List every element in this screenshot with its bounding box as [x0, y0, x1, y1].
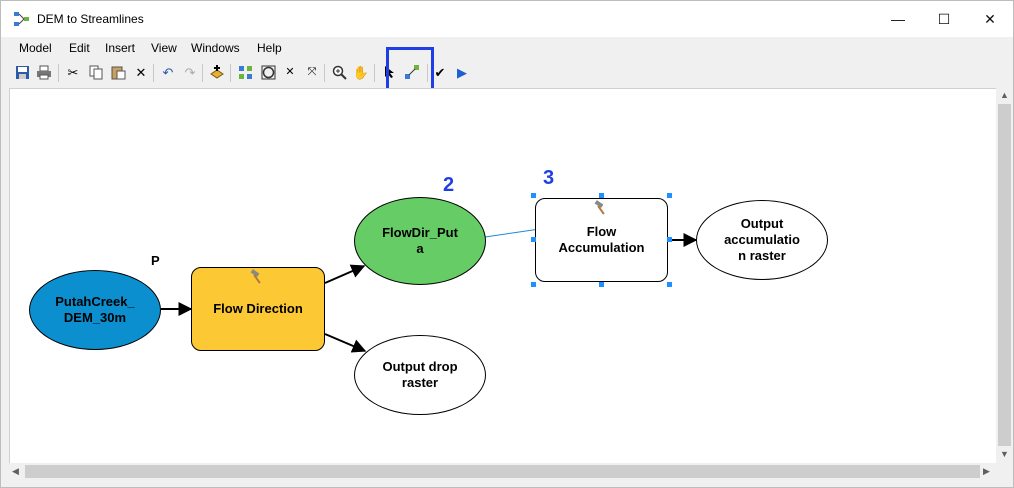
run-icon[interactable]: ▶	[457, 64, 467, 80]
menu-insert[interactable]: Insert	[105, 41, 136, 55]
node-output-drop[interactable]: Output drop raster	[354, 335, 486, 415]
vertical-scroll-thumb[interactable]	[998, 104, 1011, 446]
fixed-zoom-in-icon[interactable]: ✕	[285, 65, 295, 78]
menu-model[interactable]: Model	[19, 41, 52, 55]
node-input-dem[interactable]: PutahCreek_ DEM_30m	[29, 270, 161, 350]
parameter-marker: P	[151, 253, 160, 268]
scroll-corner	[996, 463, 1013, 480]
annotation-2: 2	[443, 174, 455, 196]
zoom-in-icon[interactable]	[330, 63, 348, 81]
menu-edit[interactable]: Edit	[69, 41, 90, 55]
selection-handle[interactable]	[667, 237, 672, 242]
pan-icon[interactable]: ✋	[352, 64, 370, 80]
node-flowdir-output-label: FlowDir_Put a	[382, 225, 458, 256]
node-output-drop-label: Output drop raster	[382, 359, 458, 390]
title-bar[interactable]: DEM to Streamlines — ☐ ✕	[1, 1, 1013, 37]
horizontal-scrollbar[interactable]: ◀ ▶	[9, 463, 996, 480]
model-builder-icon	[14, 12, 29, 26]
print-icon[interactable]	[35, 63, 53, 81]
paste-icon[interactable]	[109, 63, 127, 81]
selection-handle[interactable]	[599, 282, 604, 287]
tool-hammer-icon	[250, 269, 261, 284]
node-output-accumulation-label: Output accumulatio n raster	[724, 216, 800, 263]
selection-handle[interactable]	[599, 193, 604, 198]
auto-layout-icon[interactable]	[236, 63, 254, 81]
horizontal-scroll-thumb[interactable]	[25, 465, 980, 478]
undo-icon[interactable]: ↶	[162, 64, 174, 80]
save-icon[interactable]	[13, 63, 31, 81]
menu-windows[interactable]: Windows	[191, 41, 240, 55]
scroll-up-arrow-icon[interactable]: ▲	[1000, 90, 1009, 100]
scroll-left-arrow-icon[interactable]: ◀	[12, 466, 19, 476]
maximize-button[interactable]: ☐	[937, 10, 951, 27]
selection-handle[interactable]	[531, 193, 536, 198]
add-data-icon[interactable]	[208, 63, 226, 81]
fixed-zoom-out-icon[interactable]: ⤧	[307, 65, 317, 78]
annotation-3: 3	[543, 167, 555, 189]
node-flow-direction-label: Flow Direction	[213, 301, 303, 316]
menu-view[interactable]: View	[151, 41, 177, 55]
cut-icon[interactable]: ✂	[67, 64, 79, 80]
window-title: DEM to Streamlines	[37, 12, 144, 26]
node-output-accumulation[interactable]: Output accumulatio n raster	[696, 200, 828, 280]
menu-help[interactable]: Help	[257, 41, 282, 55]
node-flow-accumulation-label: Flow Accumulation	[558, 224, 645, 255]
node-input-dem-label: PutahCreek_ DEM_30m	[55, 294, 135, 325]
scroll-down-arrow-icon[interactable]: ▼	[1000, 449, 1009, 459]
minimize-button[interactable]: —	[891, 11, 905, 27]
model-canvas[interactable]	[9, 88, 996, 463]
full-extent-icon[interactable]	[259, 63, 277, 81]
vertical-scrollbar[interactable]: ▲ ▼	[996, 88, 1013, 463]
selection-handle[interactable]	[667, 193, 672, 198]
tool-hammer-icon	[594, 200, 605, 215]
scroll-right-arrow-icon[interactable]: ▶	[983, 466, 990, 476]
redo-icon[interactable]: ↷	[184, 64, 196, 80]
delete-icon[interactable]: ✕	[135, 64, 147, 80]
selection-handle[interactable]	[531, 237, 536, 242]
node-flowdir-output[interactable]: FlowDir_Put a	[354, 197, 486, 285]
selection-handle[interactable]	[667, 282, 672, 287]
copy-icon[interactable]	[87, 63, 105, 81]
menu-bar: Model Edit Insert View Windows Help	[1, 37, 1013, 59]
selection-handle[interactable]	[531, 282, 536, 287]
validate-icon[interactable]: ✔	[434, 64, 446, 80]
toolbar: ✂ ✕ ↶ ↷ ✕ ⤧ ✋	[1, 59, 1013, 87]
close-button[interactable]: ✕	[984, 10, 996, 27]
connect-icon[interactable]	[403, 63, 421, 81]
